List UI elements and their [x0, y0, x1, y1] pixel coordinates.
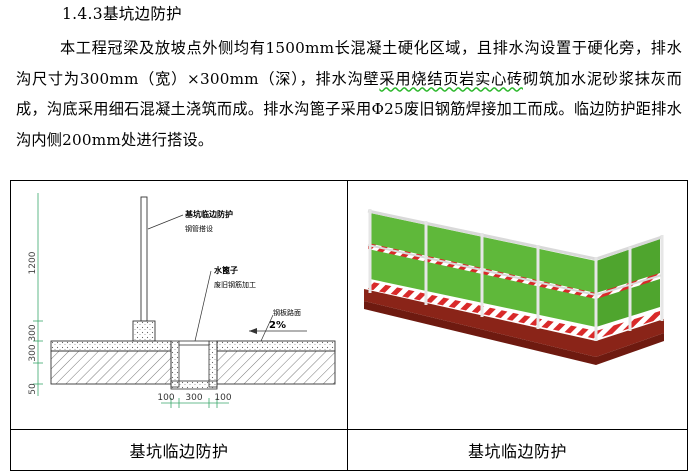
ground-left [50, 350, 172, 385]
dim-300a-label: 300 [28, 324, 38, 341]
dim-bottom-100a: 100 [157, 393, 174, 403]
posts [368, 209, 664, 341]
paragraph-text-2: 砌筑加水泥砂浆抹灰而成，沟底采用细石混凝土浇筑而成。排水沟篦子采用Φ25废旧钢筋… [16, 69, 682, 149]
dim-50-label: 50 [28, 383, 38, 395]
body-paragraph: 本工程冠梁及放坡点外侧均有1500mm长混凝土硬化区域，且排水沟设置于硬化旁，排… [16, 33, 682, 155]
guard-label-2: 钢管搭设 [185, 224, 213, 233]
drain-bottom [170, 380, 218, 390]
concrete-slab-right [216, 340, 336, 352]
paragraph-text-underlined: 采用烧结页岩实心砖 [379, 69, 523, 88]
grate-label: 水篦子 [213, 265, 238, 275]
ground-right [216, 350, 336, 385]
cad-section-drawing: 1200 300 300 50 基坑临边防护 钢管搭设 [28, 193, 336, 408]
caption-right: 基坑临边防护 [347, 429, 688, 471]
section-heading: 1.4.3基坑边防护 [62, 5, 182, 23]
slope-label: 2% [269, 320, 286, 331]
drain-wall-left [170, 340, 180, 388]
guard-post [140, 196, 148, 322]
cad-drawing-cell: 1200 300 300 50 基坑临边防护 钢管搭设 [10, 180, 348, 430]
caption-left: 基坑临边防护 [10, 429, 348, 471]
drain-grate [178, 340, 210, 346]
grate-label-2: 废旧钢筋加工 [214, 280, 256, 289]
dim-bottom-100b: 100 [214, 393, 231, 403]
rendering-cell [347, 180, 688, 430]
dim-1200-label: 1200 [28, 251, 38, 274]
concrete-slab-left [50, 340, 172, 352]
slab-label: 钢板路面 [273, 308, 301, 317]
drain-wall-right [208, 340, 218, 388]
guardrail-3d-rendering [364, 209, 664, 365]
dim-300b-label: 300 [28, 344, 38, 361]
guard-label: 基坑临边防护 [184, 209, 233, 219]
post-footing [132, 320, 156, 342]
dim-bottom-300: 300 [185, 393, 202, 403]
brick-base [364, 289, 664, 357]
figure-table: 1200 300 300 50 基坑临边防护 钢管搭设 [10, 180, 688, 471]
paragraph-text-1: 本工程冠梁及放坡点外侧均有1500mm长混凝土硬化区域，且排水沟设置于硬化旁，排… [16, 39, 682, 88]
